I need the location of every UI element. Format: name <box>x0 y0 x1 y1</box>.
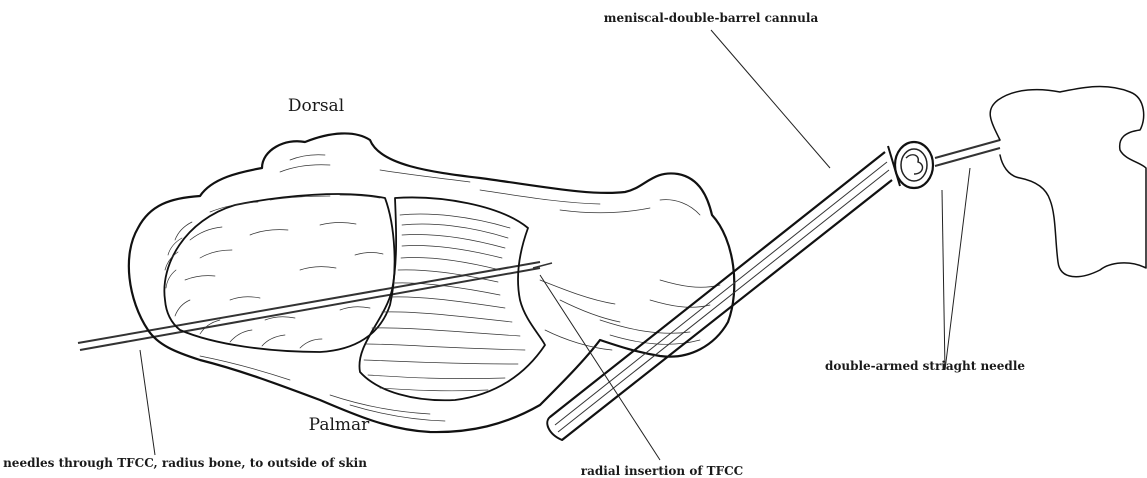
needle-right <box>533 140 1000 268</box>
radius-bone <box>129 133 734 432</box>
straight-needle-label: double-armed striaght needle <box>825 359 1025 373</box>
needle-left <box>78 262 540 350</box>
radial-insertion-label: radial insertion of TFCC <box>581 464 743 478</box>
meniscal-cannula <box>540 142 933 440</box>
needles-through-label: needles through TFCC, radius bone, to ou… <box>3 456 367 470</box>
hand-outline <box>990 87 1146 277</box>
dorsal-label: Dorsal <box>288 96 344 116</box>
palmar-label: Palmar <box>309 415 371 435</box>
cannula-label: meniscal-double-barrel cannula <box>604 11 819 25</box>
leader-lines <box>140 30 970 460</box>
